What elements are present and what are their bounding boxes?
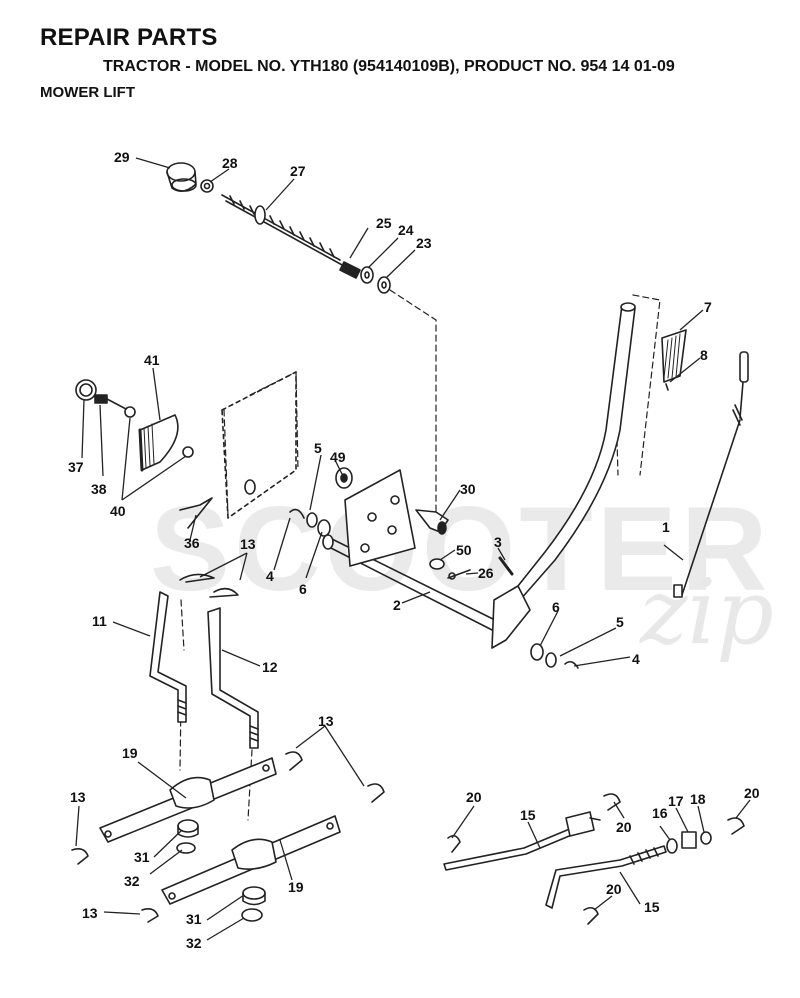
page-title: REPAIR PARTS (40, 24, 218, 51)
callout-50: 50 (456, 542, 472, 558)
callout-36: 36 (184, 535, 200, 551)
swivel-part (415, 509, 449, 535)
callout-19: 19 (122, 745, 138, 761)
callout-5b: 5 (616, 614, 624, 630)
lift-link-11 (149, 591, 187, 723)
callout-6b: 6 (552, 599, 560, 615)
watermark-script: zip (640, 560, 774, 665)
callout-6: 6 (299, 581, 307, 597)
lift-arm-upper (99, 757, 277, 843)
threaded-rod-part (221, 194, 345, 267)
callout-20b: 20 (616, 819, 632, 835)
callout-27: 27 (290, 163, 306, 179)
callout-20d: 20 (606, 881, 622, 897)
callout-25: 25 (376, 215, 392, 231)
section-title: MOWER LIFT (40, 84, 135, 101)
callout-40: 40 (110, 503, 126, 519)
callout-41: 41 (144, 352, 160, 368)
clip-part (75, 379, 97, 401)
callout-24: 24 (398, 222, 414, 238)
bracket-part (138, 414, 179, 472)
lift-lever-part (491, 302, 636, 649)
callout-13c: 13 (70, 789, 86, 805)
lift-link-12 (207, 607, 259, 749)
knob-part (166, 162, 197, 192)
callout-28: 28 (222, 155, 238, 171)
callout-38: 38 (91, 481, 107, 497)
callout-31b: 31 (186, 911, 202, 927)
clip-part-4 (289, 508, 305, 519)
lift-arm-lower (161, 815, 341, 905)
callout-5: 5 (314, 440, 322, 456)
callout-15b: 15 (644, 899, 660, 915)
callout-16: 16 (652, 805, 668, 821)
callout-30: 30 (460, 481, 476, 497)
callout-1: 1 (662, 519, 670, 535)
callout-8: 8 (700, 347, 708, 363)
lift-rod-15 (443, 811, 601, 871)
mounting-plate-part (344, 469, 416, 567)
nut-part (200, 179, 214, 193)
watermark-logo: SCOOTER (150, 482, 772, 616)
callout-29: 29 (114, 149, 130, 165)
bolt-part (94, 394, 129, 411)
spring-part (339, 261, 361, 279)
handle-grip-part (661, 329, 687, 383)
callout-31: 31 (134, 849, 150, 865)
nut-part-23 (377, 276, 391, 294)
callout-3: 3 (494, 534, 502, 550)
callout-49: 49 (330, 449, 346, 465)
callout-11: 11 (92, 613, 107, 629)
callout-20: 20 (466, 789, 482, 805)
callout-37: 37 (68, 459, 84, 475)
callout-4: 4 (266, 568, 274, 584)
callout-18: 18 (690, 791, 706, 807)
callout-19b: 19 (288, 879, 304, 895)
callout-2: 2 (393, 597, 401, 613)
callout-32b: 32 (186, 935, 202, 951)
model-subtitle: TRACTOR - MODEL NO. YTH180 (954140109B),… (103, 58, 675, 75)
callout-26: 26 (478, 565, 494, 581)
washer-part (360, 266, 374, 284)
lift-rod-15b (545, 845, 667, 909)
spring-clip-part (179, 497, 213, 529)
callout-7: 7 (704, 299, 712, 315)
callout-15: 15 (520, 807, 536, 823)
callout-23: 23 (416, 235, 432, 251)
callout-20c: 20 (744, 785, 760, 801)
callout-17: 17 (668, 793, 684, 809)
callout-13d: 13 (82, 905, 98, 921)
callout-13: 13 (240, 536, 256, 552)
lift-rod-part (673, 351, 749, 598)
callout-4b: 4 (632, 651, 640, 667)
callout-32: 32 (124, 873, 140, 889)
callout-12: 12 (262, 659, 278, 675)
callout-13b: 13 (318, 713, 334, 729)
